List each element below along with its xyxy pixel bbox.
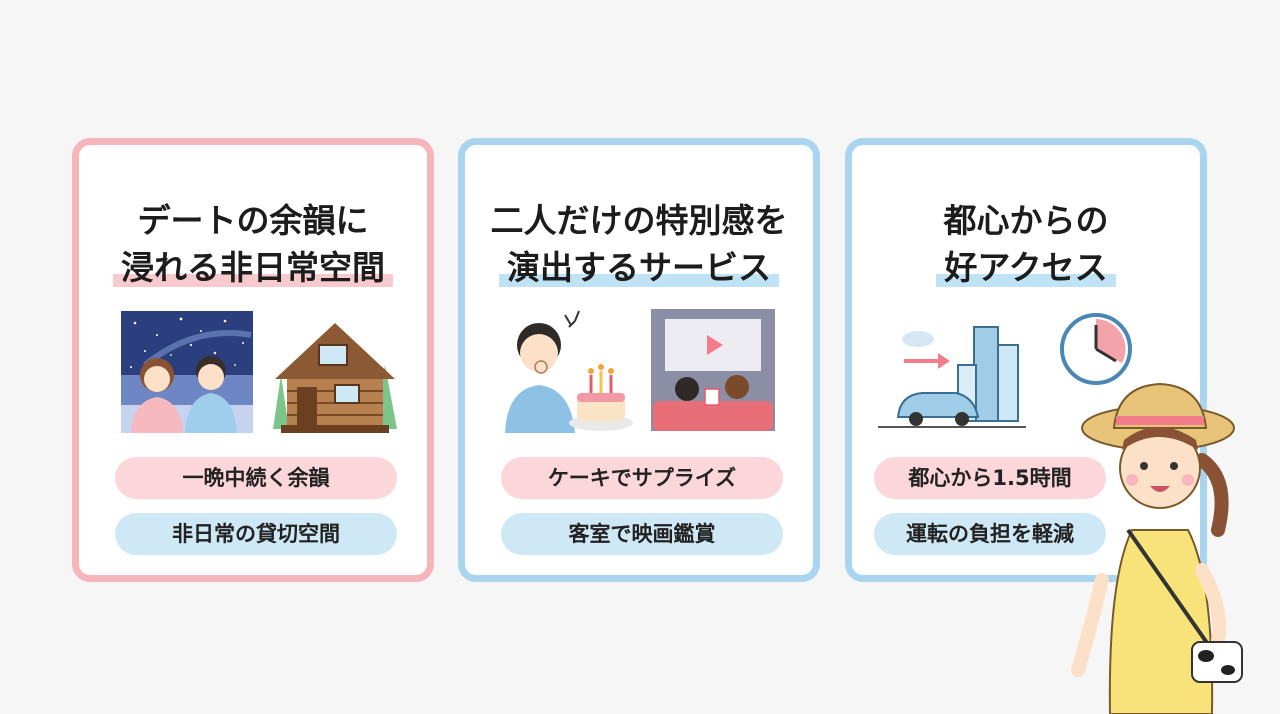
- card-title-line1: デートの余韻に: [137, 201, 369, 240]
- surprised-man-icon: [505, 310, 580, 433]
- card-immersive-space: デートの余韻に 浸れる非日常空間: [72, 138, 434, 582]
- card-title: 二人だけの特別感を 演出するサービス: [465, 197, 813, 291]
- movie-theater-icon: [651, 309, 775, 431]
- card-access: 都心からの 好アクセス 都心から1.5時間 運転の負担を軽減: [845, 138, 1207, 582]
- card-title-line1: 都心からの: [943, 201, 1109, 240]
- card-title-line2: 浸れる非日常空間: [113, 244, 393, 291]
- feature-pill: 非日常の貸切空間: [115, 513, 397, 555]
- feature-pill: 都心から1.5時間: [874, 457, 1106, 499]
- birthday-cake-icon: [569, 364, 633, 431]
- card1-illustration: [121, 311, 397, 433]
- feature-pill: ケーキでサプライズ: [501, 457, 783, 499]
- starry-sky-couple-icon: [121, 311, 253, 433]
- girl-with-straw-hat-icon: [1071, 382, 1243, 714]
- card2-illustration: [505, 309, 775, 433]
- feature-pill: 運転の負担を軽減: [874, 513, 1106, 555]
- card-title: 都心からの 好アクセス: [852, 197, 1200, 291]
- card3-illustration: [878, 313, 1132, 428]
- feature-pill: 客室で映画鑑賞: [501, 513, 783, 555]
- feature-pill: 一晩中続く余韻: [115, 457, 397, 499]
- card-title: デートの余韻に 浸れる非日常空間: [79, 197, 427, 291]
- log-cabin-icon: [273, 323, 397, 433]
- card-title-line2: 好アクセス: [936, 244, 1116, 291]
- card-title-line1: 二人だけの特別感を: [490, 201, 788, 240]
- clock-icon: [1060, 313, 1132, 385]
- card-special-service: 二人だけの特別感を 演出するサービス ケーキ: [458, 138, 820, 582]
- card-title-line2: 演出するサービス: [499, 244, 779, 291]
- car-to-city-icon: [878, 326, 1026, 428]
